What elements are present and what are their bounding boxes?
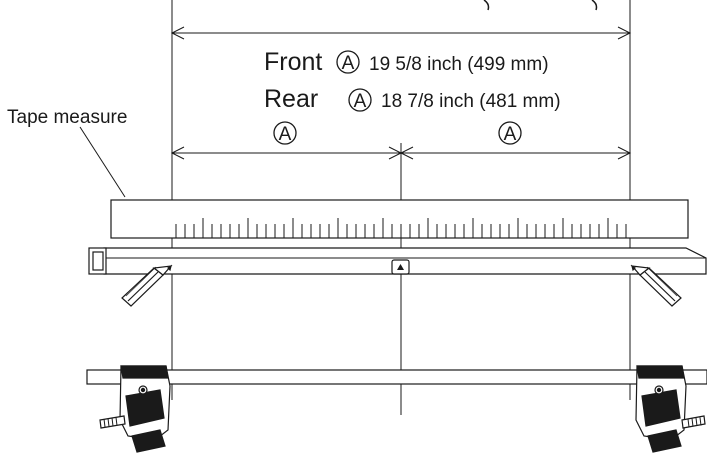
roof-rail	[86, 369, 707, 385]
roof-rail-bar	[86, 369, 707, 385]
rear-marker-letter: A	[354, 91, 367, 112]
center-mark-triangle	[397, 264, 404, 270]
rear-marker-circle	[348, 88, 372, 112]
right-pencil-icon	[630, 264, 682, 307]
rear-label: Rear	[264, 85, 318, 113]
rear-measurement: Rear A 18 7/8 inch (481 mm)	[264, 85, 561, 113]
rear-measure-value: 18 7/8 inch (481 mm)	[381, 91, 561, 112]
front-measurement: Front A 19 5/8 inch (499 mm)	[264, 48, 549, 76]
front-marker-letter: A	[342, 53, 355, 74]
front-measure-value: 19 5/8 inch (499 mm)	[369, 54, 549, 75]
tape-measure-label: Tape measure	[7, 107, 127, 128]
tape-measure-leader	[79, 126, 126, 198]
right-half-marker-letter: A	[504, 124, 517, 145]
left-pencil-icon	[121, 264, 173, 307]
right-foot-bracket	[635, 365, 706, 453]
cropped-top-annotation	[483, 0, 598, 11]
front-marker-circle	[336, 50, 360, 74]
tape-tick-marks	[175, 218, 627, 238]
right-half-marker-circle	[498, 121, 522, 145]
center-mark	[391, 259, 410, 275]
left-half-marker-circle	[273, 121, 297, 145]
tape-measure-body	[110, 199, 689, 239]
full-width-dimension	[170, 26, 632, 40]
front-label: Front	[264, 48, 322, 76]
left-half-marker-letter: A	[279, 124, 292, 145]
half-dimension-lines	[170, 146, 632, 160]
left-foot-bracket	[99, 365, 171, 453]
half-dimension-markers: A A	[273, 121, 522, 145]
tape-measure	[110, 199, 689, 239]
